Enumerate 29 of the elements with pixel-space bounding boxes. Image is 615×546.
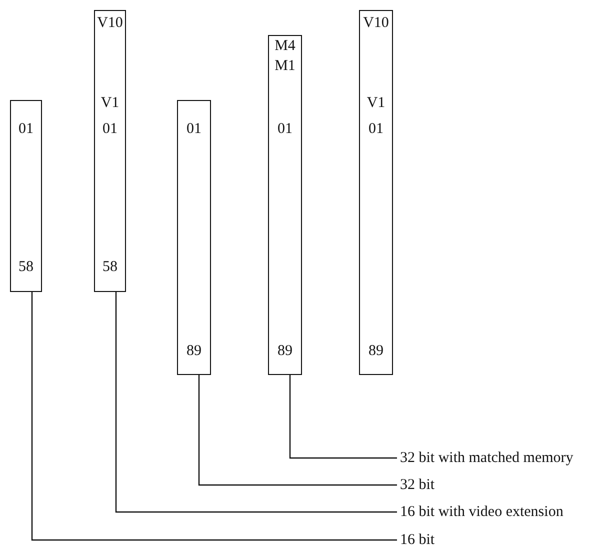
- pin-number: 01: [186, 121, 202, 137]
- slot-type-label: 32 bit: [400, 477, 435, 493]
- pin-number: 58: [18, 259, 34, 275]
- connector-slot: [359, 10, 393, 375]
- leader-line: [31, 292, 397, 541]
- pin-number: 89: [276, 343, 294, 359]
- connector-slot: [177, 100, 211, 375]
- pin-number: 89: [368, 343, 384, 359]
- pin-number: V10: [362, 15, 390, 31]
- connector-slot: [268, 35, 302, 375]
- pin-number: V1: [366, 95, 386, 111]
- pin-number: 01: [102, 121, 118, 137]
- pin-number: M1: [274, 58, 296, 74]
- connector-slot: [10, 100, 42, 292]
- pin-number: 01: [368, 121, 384, 137]
- connector-slot: [94, 10, 126, 292]
- leader-line: [115, 292, 397, 513]
- slot-type-label: 32 bit with matched memory: [400, 450, 574, 466]
- pin-number: M4: [274, 38, 296, 54]
- slot-type-label: 16 bit with video extension: [400, 504, 564, 520]
- pin-number: 01: [18, 121, 34, 137]
- pin-number: 89: [186, 343, 202, 359]
- leader-line: [198, 375, 397, 486]
- pin-number: 01: [276, 121, 294, 137]
- pin-number: 58: [102, 259, 118, 275]
- pin-number: V10: [96, 15, 124, 31]
- slot-type-label: 16 bit: [400, 532, 435, 546]
- leader-line: [289, 375, 397, 459]
- pin-number: V1: [100, 95, 120, 111]
